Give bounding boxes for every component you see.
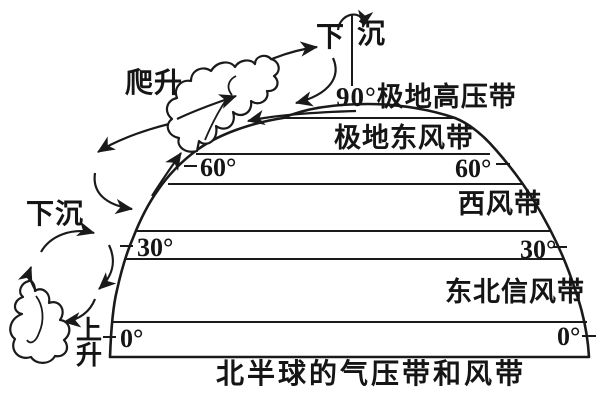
arrow-into-equator-cloud bbox=[62, 298, 97, 328]
latitude-label-30-right: 30° bbox=[520, 235, 557, 264]
arrow-sink-descend bbox=[98, 244, 117, 290]
dome-outline bbox=[108, 102, 591, 359]
arrow-sink-loop-top bbox=[40, 221, 96, 253]
diagram-title: 北半球的气压带和风带 bbox=[216, 359, 527, 390]
belt-label-polar-high: 90°极地高压带 bbox=[336, 82, 517, 112]
arrow-polar-easterlies bbox=[246, 109, 357, 125]
arrow-climb-upper bbox=[176, 94, 238, 120]
pole-sink-left-char: 下 bbox=[316, 22, 346, 53]
belt-label-polar-easterlies: 极地东风带 bbox=[334, 123, 474, 153]
latitude-label-0-left: 0° bbox=[120, 324, 144, 353]
cloud-equatorial bbox=[9, 279, 71, 364]
arrow-sink-curve-to-surface bbox=[93, 172, 134, 215]
annotation-sink: 下沉 bbox=[26, 199, 85, 230]
cloud-equatorial-inner bbox=[26, 295, 44, 344]
polar-descent-curl-icon bbox=[336, 9, 374, 31]
latitude-label-60-right: 60° bbox=[455, 154, 492, 183]
belt-label-westerlies: 西风带 bbox=[458, 189, 542, 219]
annotation-rise: 上升 bbox=[75, 316, 102, 370]
belt-label-northeast-trades: 东北信风带 bbox=[445, 277, 585, 307]
arrow-climb-lower bbox=[151, 152, 182, 197]
arrow-pole-sink-branch bbox=[294, 57, 337, 107]
latitude-label-30-left: 30° bbox=[137, 233, 174, 262]
arrow-equator-rise bbox=[18, 265, 37, 292]
latitude-label-0-right: 0° bbox=[557, 322, 581, 351]
latitude-label-60-left: 60° bbox=[200, 153, 237, 182]
annotation-climb: 爬升 bbox=[125, 68, 184, 99]
pole-sink-right-char: 沉 bbox=[357, 19, 387, 50]
